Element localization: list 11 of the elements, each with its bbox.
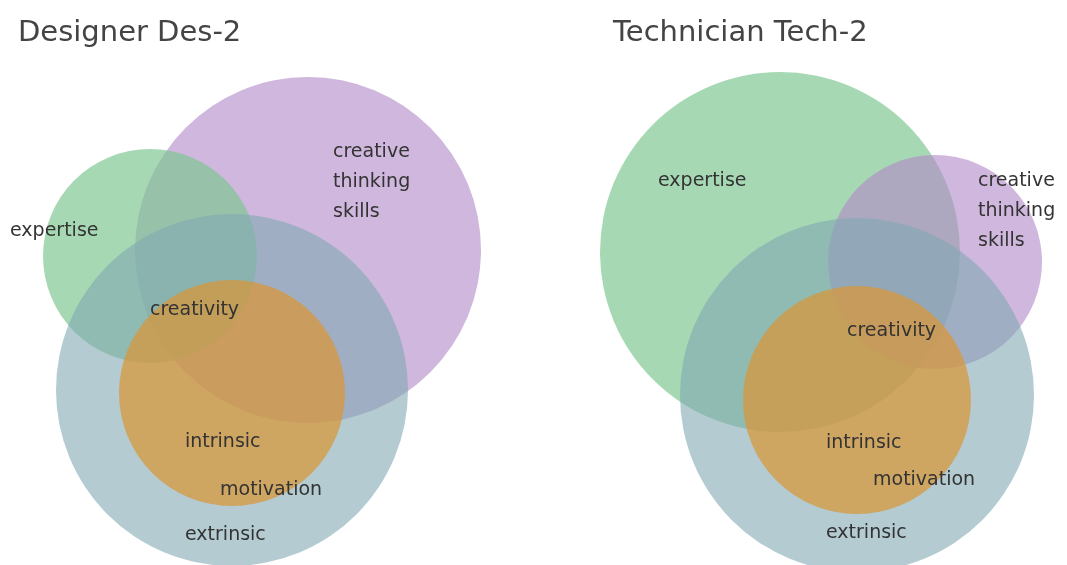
circle-label: intrinsic bbox=[185, 428, 261, 453]
panel-title: Technician Tech-2 bbox=[613, 14, 868, 48]
panel-title: Designer Des-2 bbox=[18, 14, 242, 48]
circle-label: creative thinking skills bbox=[333, 138, 412, 223]
circle-label: extrinsic bbox=[185, 521, 266, 546]
circle-label: expertise bbox=[10, 217, 99, 242]
intersection-label: creativity bbox=[847, 318, 937, 340]
circle-label: expertise bbox=[658, 167, 747, 192]
circle-label: extrinsic bbox=[826, 519, 907, 544]
circle-label: intrinsic bbox=[826, 429, 902, 454]
circle-label: creative thinking skills bbox=[978, 167, 1057, 252]
